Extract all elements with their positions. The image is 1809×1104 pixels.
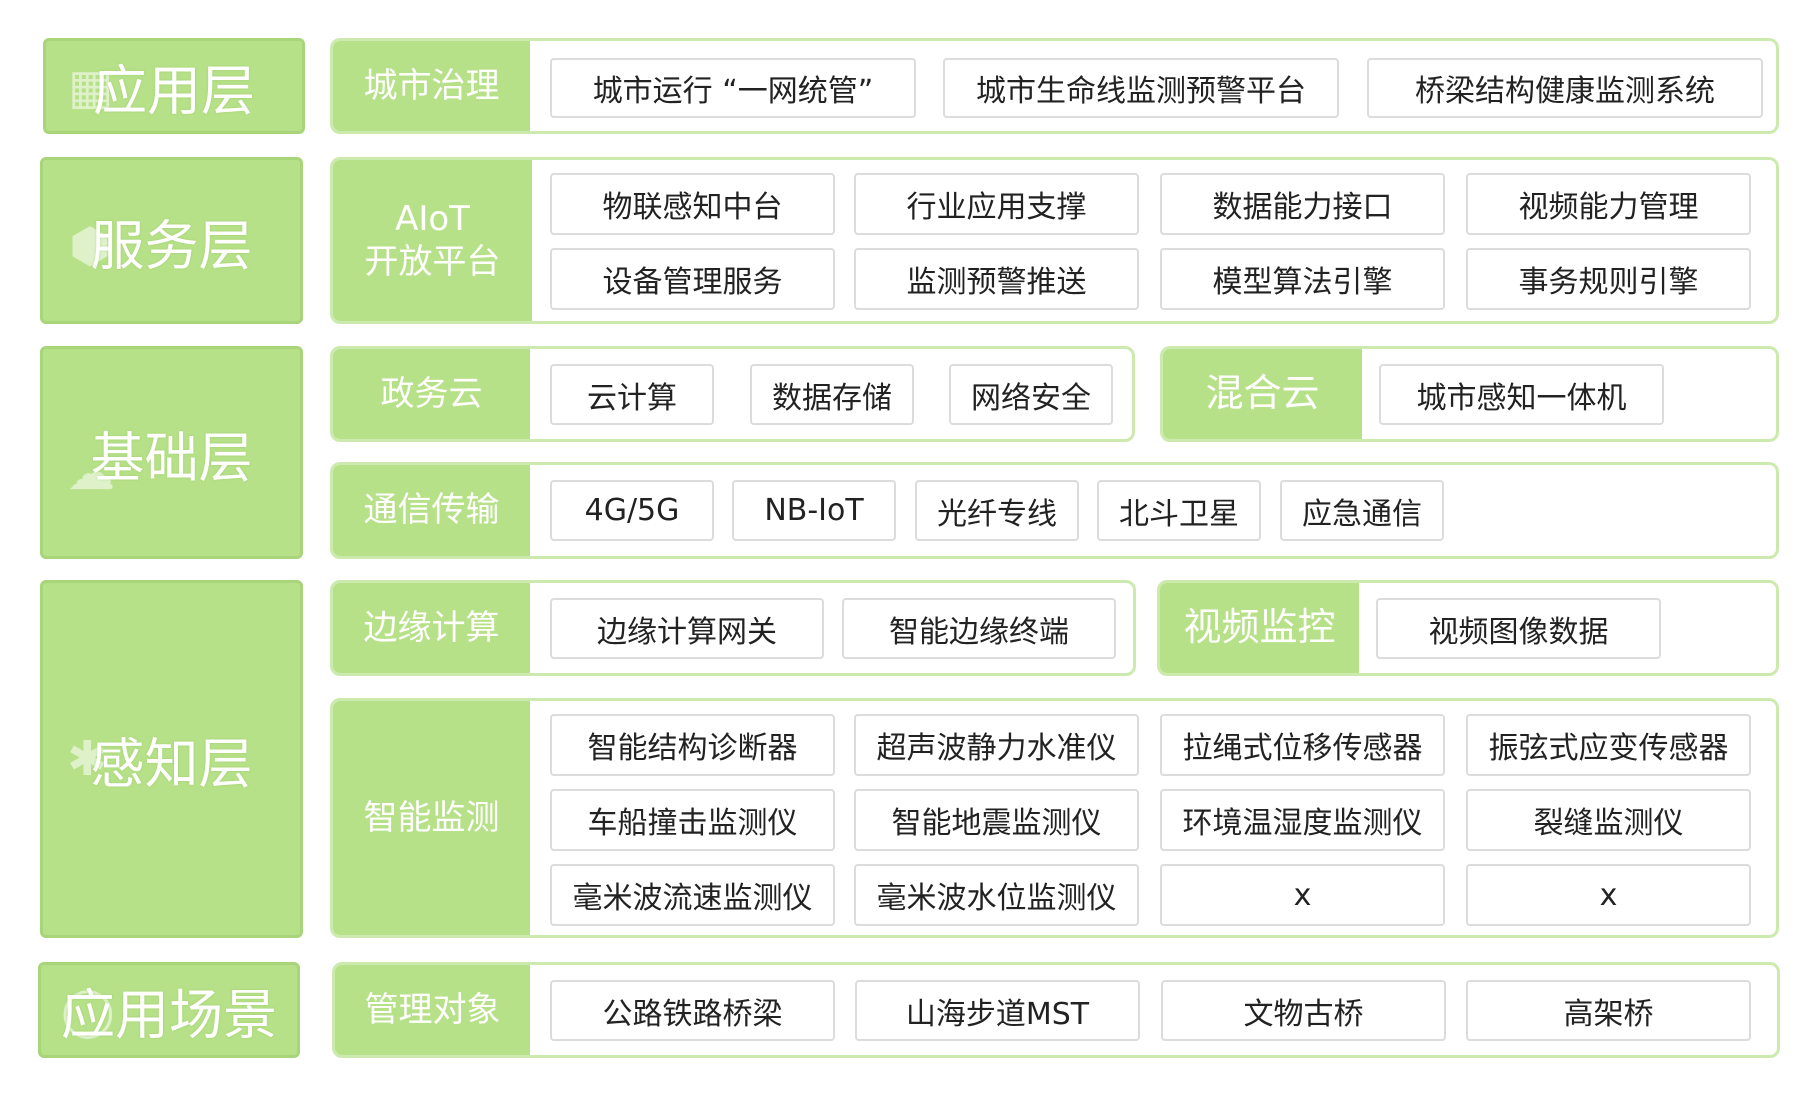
cell-video-management: 视频能力管理 — [1466, 173, 1751, 235]
cell-placeholder-1: x — [1160, 864, 1445, 926]
panel-title-communication: 通信传输 — [333, 465, 530, 556]
panel-gov-cloud: 政务云 云计算 数据存储 网络安全 — [330, 346, 1135, 442]
cell-viaduct: 高架桥 — [1466, 980, 1751, 1041]
cell-ancient-bridges: 文物古桥 — [1161, 980, 1446, 1041]
layer-foundation: ☁ 基础层 — [40, 346, 303, 559]
cell-structure-diagnoser: 智能结构诊断器 — [550, 714, 835, 776]
cell-road-rail-bridges: 公路铁路桥梁 — [550, 980, 835, 1041]
cell-device-management: 设备管理服务 — [550, 248, 835, 310]
cell-edge-terminal: 智能边缘终端 — [842, 598, 1116, 659]
panel-title-edge-computing: 边缘计算 — [333, 583, 530, 673]
cloud-icon: ☁ — [67, 445, 115, 501]
cell-edge-gateway: 边缘计算网关 — [550, 598, 824, 659]
cell-fiber: 光纤专线 — [915, 480, 1079, 541]
cell-placeholder-2: x — [1466, 864, 1751, 926]
cell-industry-support: 行业应用支撑 — [854, 173, 1139, 235]
cell-model-engine: 模型算法引擎 — [1160, 248, 1445, 310]
cell-city-operation: 城市运行 “一网统管” — [550, 58, 916, 118]
cube-icon: ⬢ — [69, 218, 111, 274]
panel-title-gov-cloud: 政务云 — [333, 349, 530, 439]
panel-title-city-governance: 城市治理 — [333, 41, 530, 131]
panel-hybrid-cloud: 混合云 城市感知一体机 — [1160, 346, 1779, 442]
panel-city-governance: 城市治理 城市运行 “一网统管” 城市生命线监测预警平台 桥梁结构健康监测系统 — [330, 38, 1779, 134]
panel-edge-computing: 边缘计算 边缘计算网关 智能边缘终端 — [330, 580, 1136, 676]
layer-label-application: 应用层 — [93, 59, 255, 123]
layer-label-scenarios: 应用场景 — [61, 983, 277, 1047]
aiot-title-line2: 开放平台 — [364, 241, 501, 282]
panel-title-video-surveillance: 视频监控 — [1160, 583, 1359, 673]
cell-cloud-compute: 云计算 — [550, 364, 714, 425]
cell-crack-monitor: 裂缝监测仪 — [1466, 789, 1751, 851]
layer-service: ⬢ 服务层 — [40, 157, 303, 324]
panel-title-smart-monitoring: 智能监测 — [333, 701, 530, 935]
cell-emergency-comm: 应急通信 — [1280, 480, 1444, 541]
layer-label-foundation: 基础层 — [90, 426, 253, 489]
panel-aiot: AIoT 开放平台 物联感知中台 行业应用支撑 数据能力接口 视频能力管理 设备… — [330, 157, 1779, 324]
cell-alert-push: 监测预警推送 — [854, 248, 1139, 310]
cell-rule-engine: 事务规则引擎 — [1466, 248, 1751, 310]
aiot-title-line1: AIoT — [395, 199, 470, 239]
panel-title-management-objects: 管理对象 — [335, 965, 530, 1055]
cell-mountain-sea-trail: 山海步道MST — [855, 980, 1140, 1041]
panel-title-aiot: AIoT 开放平台 — [333, 160, 532, 321]
cell-bridge-health-system: 桥梁结构健康监测系统 — [1367, 58, 1763, 118]
cell-ultrasonic-leveler: 超声波静力水准仪 — [854, 714, 1139, 776]
layer-label-perception: 感知层 — [90, 732, 253, 796]
cell-collision-monitor: 车船撞击监测仪 — [550, 789, 835, 851]
panel-smart-monitoring: 智能监测 智能结构诊断器 超声波静力水准仪 拉绳式位移传感器 振弦式应变传感器 … — [330, 698, 1779, 938]
cell-data-interface: 数据能力接口 — [1160, 173, 1445, 235]
layer-application: ▦ 应用层 — [43, 38, 305, 134]
layer-perception: ✱ 感知层 — [40, 580, 303, 938]
cell-water-level-monitor: 毫米波水位监测仪 — [854, 864, 1139, 926]
cell-seismic-monitor: 智能地震监测仪 — [854, 789, 1139, 851]
panel-video-surveillance: 视频监控 视频图像数据 — [1157, 580, 1779, 676]
panel-management-objects: 管理对象 公路铁路桥梁 山海步道MST 文物古桥 高架桥 — [332, 962, 1780, 1058]
cell-flow-velocity-monitor: 毫米波流速监测仪 — [550, 864, 835, 926]
cell-vibrating-wire-sensor: 振弦式应变传感器 — [1466, 714, 1751, 776]
cell-4g5g: 4G/5G — [550, 480, 714, 541]
cell-city-sensing-appliance: 城市感知一体机 — [1379, 364, 1664, 425]
layer-label-service: 服务层 — [90, 214, 253, 277]
cell-temp-humidity-monitor: 环境温湿度监测仪 — [1160, 789, 1445, 851]
cell-network-security: 网络安全 — [949, 364, 1113, 425]
network-icon: ✱ — [67, 731, 108, 787]
circle-icon: ◯ — [61, 983, 115, 1039]
cell-draw-wire-sensor: 拉绳式位移传感器 — [1160, 714, 1445, 776]
layer-scenarios: ◯ 应用场景 — [38, 962, 300, 1058]
grid-icon: ▦ — [68, 59, 114, 115]
cell-data-storage: 数据存储 — [750, 364, 914, 425]
cell-lifeline-platform: 城市生命线监测预警平台 — [943, 58, 1339, 118]
cell-nbiot: NB-IoT — [732, 480, 896, 541]
cell-beidou: 北斗卫星 — [1097, 480, 1261, 541]
panel-title-hybrid-cloud: 混合云 — [1163, 349, 1362, 439]
cell-video-image-data: 视频图像数据 — [1376, 598, 1661, 659]
cell-iot-hub: 物联感知中台 — [550, 173, 835, 235]
panel-communication: 通信传输 4G/5G NB-IoT 光纤专线 北斗卫星 应急通信 — [330, 462, 1779, 559]
